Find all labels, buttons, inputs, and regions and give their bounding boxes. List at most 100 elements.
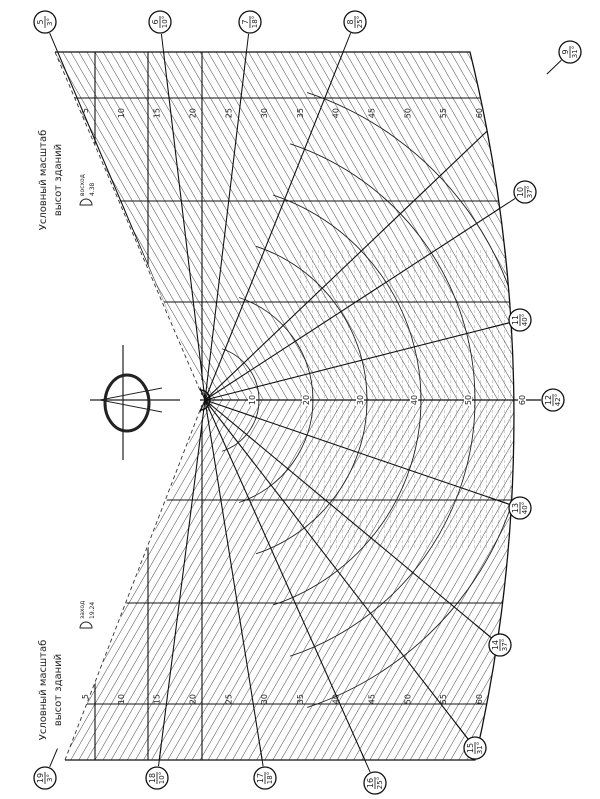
sun-altitude: 37° xyxy=(501,639,509,651)
hour-value: 10 xyxy=(516,187,525,197)
hour-leader xyxy=(488,322,509,329)
sun-icon xyxy=(79,621,93,629)
height-scale-label: 55 xyxy=(439,694,448,704)
diagram-outline xyxy=(55,51,515,761)
height-scale-label: 25 xyxy=(224,694,233,704)
hour-leader xyxy=(489,497,509,505)
height-scale-label: 45 xyxy=(368,694,377,704)
axis-scale-label: 20 xyxy=(302,395,311,405)
height-scale-label: 50 xyxy=(403,694,412,704)
height-scale-label: 30 xyxy=(260,108,269,118)
hour-leader xyxy=(259,746,264,767)
hour-ray xyxy=(159,52,206,401)
hour-ray xyxy=(204,52,251,401)
height-scale-label: 10 xyxy=(117,694,126,704)
sun-icon xyxy=(79,198,93,206)
height-scale-label: 20 xyxy=(188,108,197,118)
sun-altitude: 42° xyxy=(554,394,562,406)
hour-value: 17 xyxy=(256,773,265,783)
observer-point xyxy=(199,389,211,411)
height-scale-label: 50 xyxy=(403,108,412,118)
sunset-marker: заход 19.24 xyxy=(79,601,96,629)
hour-leader xyxy=(245,33,250,54)
sun-altitude: 31° xyxy=(571,46,579,58)
sun-altitude: 18° xyxy=(251,16,259,28)
sun-altitude: 31° xyxy=(476,742,484,754)
hour-leader xyxy=(342,32,352,52)
dashed-boundary xyxy=(64,404,203,761)
sunrise-marker: восход 4.38 xyxy=(79,174,96,206)
axis-scale-label: 30 xyxy=(356,395,365,405)
sun-altitude: 25° xyxy=(376,777,384,789)
hour-leader xyxy=(49,748,58,768)
distance-arc xyxy=(307,92,514,708)
title-line2-bottom: высот зданий xyxy=(53,654,64,726)
hour-leader xyxy=(497,198,516,210)
hour-leader xyxy=(160,33,165,54)
hour-value: 7 xyxy=(241,19,250,24)
compass-icon xyxy=(90,345,180,460)
hour-ray xyxy=(204,399,514,509)
sun-altitude: 3° xyxy=(46,774,54,782)
title-line2: высот зданий xyxy=(53,144,64,216)
hour-leader xyxy=(158,746,162,767)
hour-value: 5 xyxy=(36,19,45,24)
hour-leader xyxy=(546,59,562,75)
dashed-boundary xyxy=(54,51,203,396)
hour-ray xyxy=(156,399,206,760)
sunset-time: 19.24 xyxy=(89,602,96,619)
sun-altitude: 25° xyxy=(356,16,364,28)
sun-altitude: 37° xyxy=(526,186,534,198)
hour-value: 9 xyxy=(561,49,570,54)
height-scale-label: 55 xyxy=(439,108,448,118)
height-scale-label: 30 xyxy=(260,694,269,704)
sunrise-time: 4.38 xyxy=(89,182,96,196)
height-scale-label: 40 xyxy=(332,108,341,118)
hour-value: 8 xyxy=(346,19,355,24)
hour-leader xyxy=(454,722,469,739)
sun-altitude: 10° xyxy=(161,16,169,28)
hour-ray xyxy=(204,399,376,760)
sun-altitude: 10° xyxy=(158,772,166,784)
hour-value: 12 xyxy=(544,395,553,405)
height-scale-label: 5 xyxy=(81,108,90,113)
height-scale-label: 45 xyxy=(368,108,377,118)
hour-value: 15 xyxy=(466,743,475,753)
hour-ray xyxy=(204,399,501,646)
hour-value: 19 xyxy=(36,773,45,783)
height-scale-label: 60 xyxy=(475,694,484,704)
hour-ray xyxy=(204,319,514,401)
height-scale-label: 10 xyxy=(117,108,126,118)
axis-scale-label: 10 xyxy=(248,395,257,405)
sun-altitude: 18° xyxy=(266,772,274,784)
hour-ray xyxy=(204,399,476,749)
title-line1-bottom: Условный масштаб xyxy=(38,640,49,741)
height-scale-label: 35 xyxy=(296,694,305,704)
hour-ray xyxy=(204,191,514,401)
sun-altitude: 40° xyxy=(521,314,529,326)
hour-value: 13 xyxy=(511,503,520,513)
height-scale-label: 15 xyxy=(153,694,162,704)
axis-scale-label: 50 xyxy=(464,395,473,405)
hour-label-leaders xyxy=(49,32,562,773)
hour-value: 18 xyxy=(148,773,157,783)
title-line1: Условный масштаб xyxy=(38,130,49,231)
